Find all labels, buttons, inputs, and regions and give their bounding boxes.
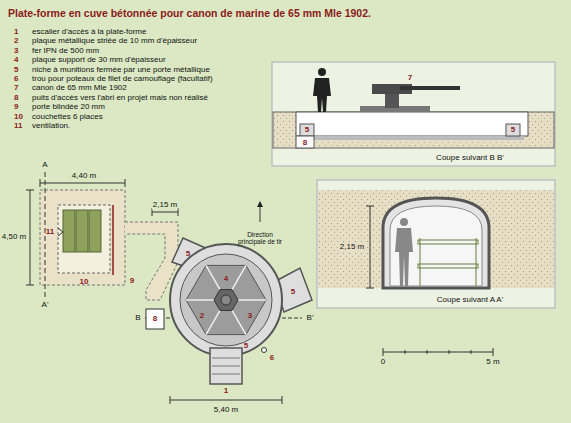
callout-number: 5	[305, 126, 309, 135]
legend-text: ventilation.	[32, 122, 70, 131]
callout-number: 11	[46, 228, 54, 237]
label: Direction principale de tir	[236, 231, 284, 245]
callout-number: 7	[14, 84, 18, 93]
label: 5,40 m	[213, 406, 239, 415]
legend-text: couchettes 6 places	[32, 113, 103, 122]
label: B	[135, 314, 140, 323]
callout-number: 4	[14, 56, 18, 65]
callout-number: 8	[152, 315, 158, 324]
callout-number: 5	[186, 250, 190, 259]
callout-number: 3	[248, 312, 252, 321]
title: Plate-forme en cuve bétonnée pour canon …	[8, 8, 371, 20]
label: 5 m	[486, 358, 499, 367]
callout-number: 10	[80, 278, 89, 287]
legend-text: plaque métallique striée de 10 mm d'épai…	[32, 37, 197, 46]
label: 4,50 m	[1, 233, 27, 242]
legend-text: escalier d'accès à la plate-forme	[32, 28, 146, 37]
callout-number: 2	[200, 312, 204, 321]
callout-number: 1	[224, 387, 228, 396]
legend-text: canon de 65 mm Mle 1902	[32, 84, 127, 93]
label: 0	[381, 358, 385, 367]
label: 2,15 m	[152, 201, 178, 210]
callout-number: 10	[14, 113, 23, 122]
legend-text: plaque support de 30 mm d'épaisseur	[32, 56, 166, 65]
label: B'	[307, 314, 314, 323]
callout-number: 7	[408, 74, 412, 83]
callout-number: 9	[14, 103, 18, 112]
label: Coupe suivant B B'	[435, 154, 505, 163]
legend-text: porte blindée 20 mm	[32, 103, 105, 112]
callout-number: 1	[14, 28, 18, 37]
label: 4,40 m	[71, 172, 97, 181]
legend-text: trou pour poteaux de filet de camouflage…	[32, 75, 213, 84]
label: A'	[42, 301, 49, 310]
label: A	[42, 161, 47, 170]
label: 2,15 m	[339, 243, 365, 252]
callout-number: 8	[303, 139, 307, 148]
legend-text: fer IPN de 500 mm	[32, 47, 99, 56]
callout-number: 5	[244, 342, 248, 351]
callout-number: 6	[270, 354, 274, 363]
callout-number: 11	[14, 122, 22, 131]
callout-number: 4	[224, 275, 228, 284]
callout-number: 6	[14, 75, 18, 84]
label: Coupe suivant A A'	[436, 296, 504, 305]
callout-number: 3	[14, 47, 18, 56]
callout-number: 9	[130, 277, 134, 286]
callout-number: 2	[14, 37, 18, 46]
callout-number: 5	[291, 288, 295, 297]
callout-number: 5	[14, 66, 18, 75]
legend-text: niche à munitions fermée par une porte m…	[32, 66, 210, 75]
callout-number: 5	[511, 126, 515, 135]
legend-text: puits d'accès vers l'abri en projet mais…	[32, 94, 208, 103]
callout-number: 8	[14, 94, 18, 103]
